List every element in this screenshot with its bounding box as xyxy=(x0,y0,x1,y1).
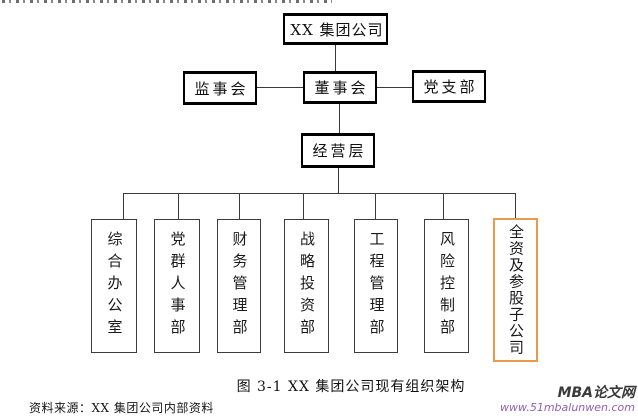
org-node-management-level: 经营层 xyxy=(301,133,375,168)
connector-stub-7 xyxy=(515,193,516,219)
watermark-site-url: www.51mbalunwen.com xyxy=(500,401,635,414)
org-node-strategic-investment-dept: 战略投资部 xyxy=(284,219,329,353)
watermark: MBA论文网 www.51mbalunwen.com xyxy=(500,385,635,415)
org-node-label: 党群人事部 xyxy=(168,231,187,341)
org-node-label: 工程管理部 xyxy=(367,231,386,341)
org-node-label: 全资及参股子公司 xyxy=(507,224,525,356)
connector-stub-6 xyxy=(443,193,444,219)
org-node-subsidiaries-highlighted: 全资及参股子公司 xyxy=(493,218,538,362)
connector-stub-5 xyxy=(375,193,376,219)
connector-board-to-party xyxy=(377,87,412,88)
connector-management-to-bus xyxy=(338,168,339,193)
clipped-top-text-fragment xyxy=(2,0,332,3)
connector-board-to-management xyxy=(339,104,340,133)
org-node-label: 经营层 xyxy=(312,142,367,160)
org-node-label: 综合办公室 xyxy=(105,231,124,341)
org-node-label: 董事会 xyxy=(314,79,369,97)
connector-stub-4 xyxy=(303,193,304,219)
org-node-engineering-mgmt-dept: 工程管理部 xyxy=(354,219,398,353)
org-node-label: 监事会 xyxy=(194,79,249,98)
org-node-general-admin-office: 综合办公室 xyxy=(91,219,137,353)
figure-caption: 图 3-1 XX 集团公司现有组织架构 xyxy=(236,379,466,395)
org-node-label: 党支部 xyxy=(423,78,478,96)
org-node-party-masses-hr-dept: 党群人事部 xyxy=(154,219,200,353)
connector-stub-1 xyxy=(123,193,124,219)
connector-stub-2 xyxy=(178,193,179,219)
connector-supervisory-to-board xyxy=(257,87,303,88)
source-note: 资料来源：XX 集团公司内部资料 xyxy=(29,401,214,415)
org-node-party-branch: 党支部 xyxy=(412,70,486,103)
org-node-supervisory-board: 监事会 xyxy=(183,71,257,105)
connector-department-bus xyxy=(123,193,516,194)
org-node-label: 风险控制部 xyxy=(438,231,456,341)
connector-stub-3 xyxy=(239,193,240,219)
org-node-board-of-directors: 董事会 xyxy=(303,71,377,104)
org-node-risk-control-dept: 风险控制部 xyxy=(424,219,469,353)
connector-root-to-board xyxy=(335,45,336,71)
org-node-group-company: XX 集团公司 xyxy=(283,13,388,45)
org-node-label: 财务管理部 xyxy=(230,231,249,341)
watermark-site-name: MBA论文网 xyxy=(557,385,635,401)
org-node-label: XX 集团公司 xyxy=(290,20,384,39)
org-node-finance-mgmt-dept: 财务管理部 xyxy=(217,219,261,353)
org-node-label: 战略投资部 xyxy=(298,231,316,341)
